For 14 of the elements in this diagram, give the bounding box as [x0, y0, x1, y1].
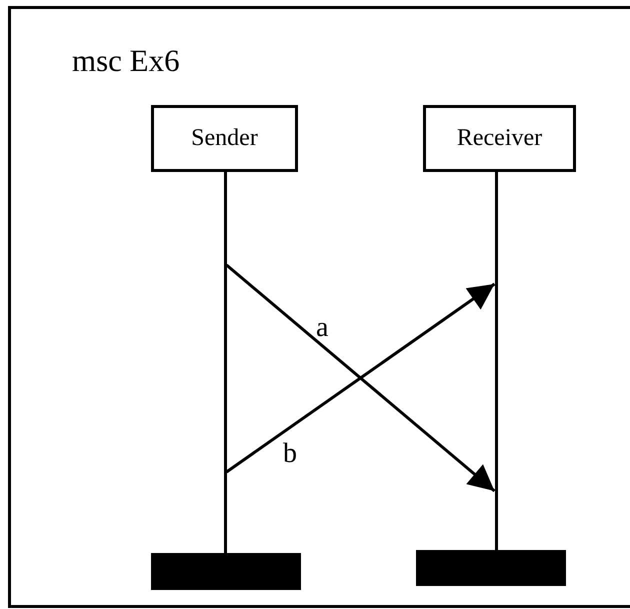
instance-name: Receiver [456, 124, 544, 153]
message-arrow [226, 282, 496, 474]
instance-box [151, 105, 298, 172]
frame-label: msc Ex6 [72, 45, 180, 76]
message-arrow [226, 264, 496, 492]
message-label: b [283, 440, 297, 468]
lifeline [494, 172, 498, 550]
message-label: a [316, 314, 328, 342]
diagram-frame [8, 6, 630, 608]
instance-end-bar [151, 553, 301, 590]
lifeline [224, 172, 226, 553]
instance-box [423, 105, 576, 172]
instance-end-bar [416, 550, 566, 586]
instance-name: Sender [190, 124, 259, 153]
